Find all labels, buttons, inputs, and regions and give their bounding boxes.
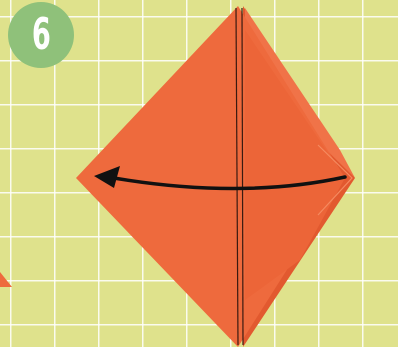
paper-right-layer	[245, 30, 345, 300]
partial-paper-corner	[0, 272, 12, 287]
